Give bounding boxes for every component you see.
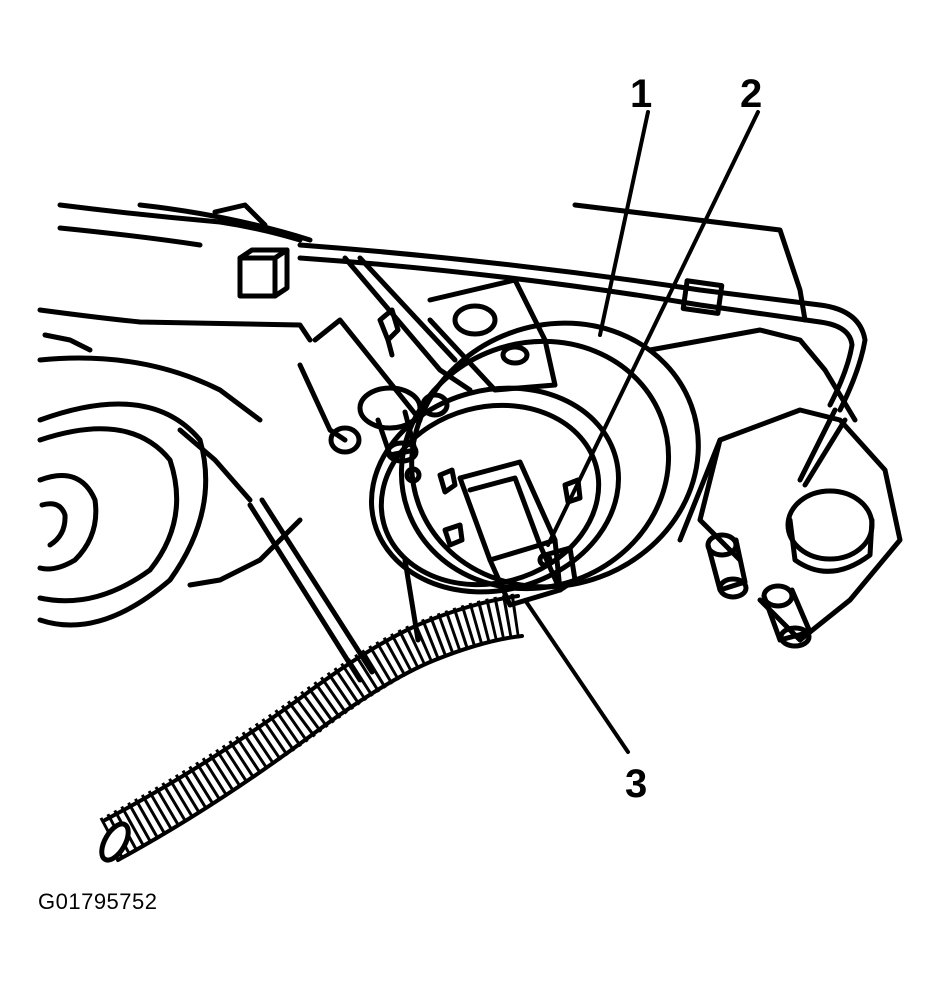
relay-cap: [785, 488, 875, 574]
wiring-harness: [99, 593, 524, 863]
electrical-connector: [457, 459, 578, 608]
callout-1-label: 1: [630, 72, 653, 116]
leader-line-2: [546, 110, 760, 547]
upper-body-panel: [37, 202, 808, 353]
leader-line-3: [523, 598, 630, 754]
callout-2-label: 2: [740, 72, 763, 116]
mounting-bracket: [297, 255, 558, 443]
upper-left-clip: [237, 247, 290, 299]
figure-id-label: G01795752: [38, 889, 158, 914]
left-hub-assembly: [37, 355, 303, 628]
terminal-posts: [705, 532, 813, 649]
support-rod: [297, 242, 868, 413]
leader-line-1: [598, 110, 650, 337]
right-bracket: [647, 327, 903, 643]
leader-lines: [523, 110, 760, 754]
callout-3-label: 3: [625, 762, 648, 806]
